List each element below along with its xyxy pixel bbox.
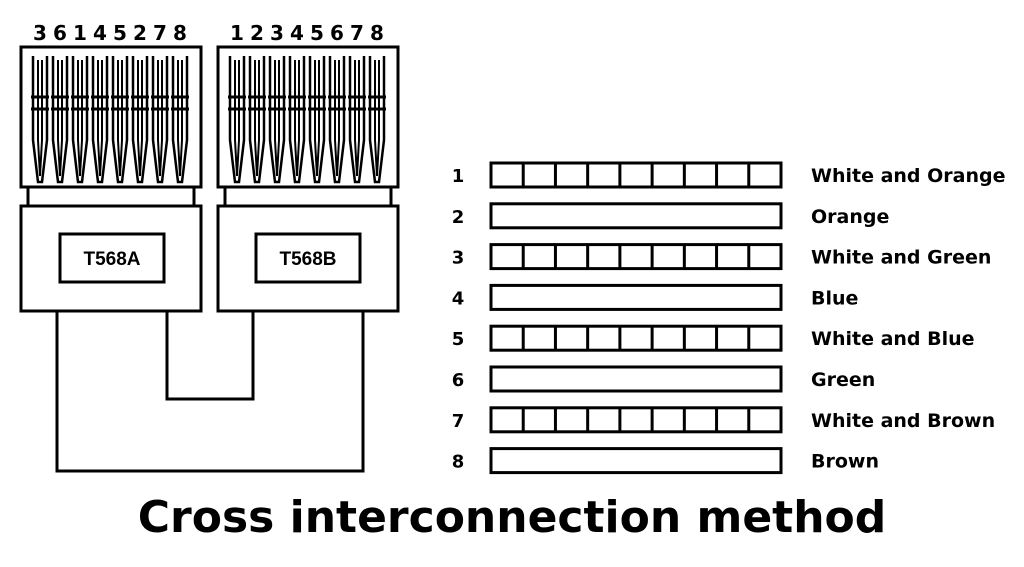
wire-row: 6 Green: [452, 365, 875, 393]
wire-number: 6: [452, 370, 465, 391]
pin-contact: [348, 56, 366, 184]
wire-number: 2: [452, 207, 465, 228]
striped-wire-bar: [489, 406, 783, 434]
wire-color-name: Green: [811, 369, 875, 391]
solid-wire-bar: [489, 365, 783, 393]
pin-contact: [171, 56, 189, 184]
wire-number: 5: [452, 329, 465, 350]
wire-number: 1: [452, 166, 465, 187]
pin-contact: [368, 56, 386, 184]
connector-a-head: [19, 45, 203, 189]
wire-row: 1 White and Orange: [452, 161, 1006, 189]
pin-label: 7: [350, 21, 364, 45]
wire-row: 7 White and Brown: [452, 406, 995, 434]
wire-color-name: Blue: [811, 287, 858, 309]
pin-contact: [51, 56, 69, 184]
pin-contact: [151, 56, 169, 184]
pin-label: 8: [173, 21, 187, 45]
pin-contact: [91, 56, 109, 184]
pin-label: 2: [250, 21, 264, 45]
pin-label: 3: [33, 21, 47, 45]
connector-a-label: T568A: [83, 249, 140, 270]
pin-label: 6: [53, 21, 67, 45]
pin-contact: [308, 56, 326, 184]
pin-label: 5: [310, 21, 324, 45]
wire-row: 5 White and Blue: [452, 324, 975, 352]
wire-color-name: White and Green: [811, 247, 991, 269]
connector-b-label-box: [254, 232, 362, 284]
pin-contact: [228, 56, 246, 184]
wire-color-name: Brown: [811, 451, 879, 473]
pin-label: 7: [153, 21, 167, 45]
solid-wire-bar: [489, 283, 783, 311]
pin-contact: [31, 56, 49, 184]
wire-row: 4 Blue: [452, 283, 858, 311]
pin-contact: [288, 56, 306, 184]
cable-loop: [55, 311, 365, 473]
connector-a-label-box: [58, 232, 166, 284]
pin-contact: [328, 56, 346, 184]
connector-b-label: T568B: [279, 249, 336, 270]
wire-number: 4: [452, 288, 465, 309]
pin-label: 2: [133, 21, 147, 45]
striped-wire-bar: [489, 161, 783, 189]
wire-row: 2 Orange: [452, 202, 889, 230]
pin-label: 1: [230, 21, 244, 45]
pin-contact: [248, 56, 266, 184]
wire-color-name: White and Brown: [811, 410, 995, 432]
solid-wire-bar: [489, 447, 783, 475]
pin-contact: [131, 56, 149, 184]
wire-number: 7: [452, 411, 465, 432]
striped-wire-bar: [489, 243, 783, 271]
wire-number: 3: [452, 248, 465, 269]
contacts-b: [228, 56, 386, 184]
wire-color-name: White and Orange: [811, 165, 1006, 187]
solid-wire-bar: [489, 202, 783, 230]
pin-contact: [71, 56, 89, 184]
pin-label: 1: [73, 21, 87, 45]
pin-contact: [111, 56, 129, 184]
pin-label: 5: [113, 21, 127, 45]
pin-contact: [268, 56, 286, 184]
wire-legend: 1 White and Orange 2 Orange 3 White and Green…: [452, 161, 1006, 475]
pin-label: 6: [330, 21, 344, 45]
connector-b-head: [216, 45, 400, 189]
diagram-title: Cross interconnection method: [137, 492, 887, 543]
striped-wire-bar: [489, 324, 783, 352]
wire-color-name: Orange: [811, 206, 889, 228]
pin-label: 3: [270, 21, 284, 45]
contacts-a: [31, 56, 189, 184]
wire-row: 8 Brown: [452, 447, 879, 475]
wire-row: 3 White and Green: [452, 243, 991, 271]
connector-b-neck: [223, 185, 393, 208]
pin-label: 4: [93, 21, 107, 45]
wire-color-name: White and Blue: [811, 328, 975, 350]
wire-number: 8: [452, 452, 465, 473]
pin-label: 8: [370, 21, 384, 45]
connector-a-neck: [26, 185, 196, 208]
pin-label: 4: [290, 21, 304, 45]
